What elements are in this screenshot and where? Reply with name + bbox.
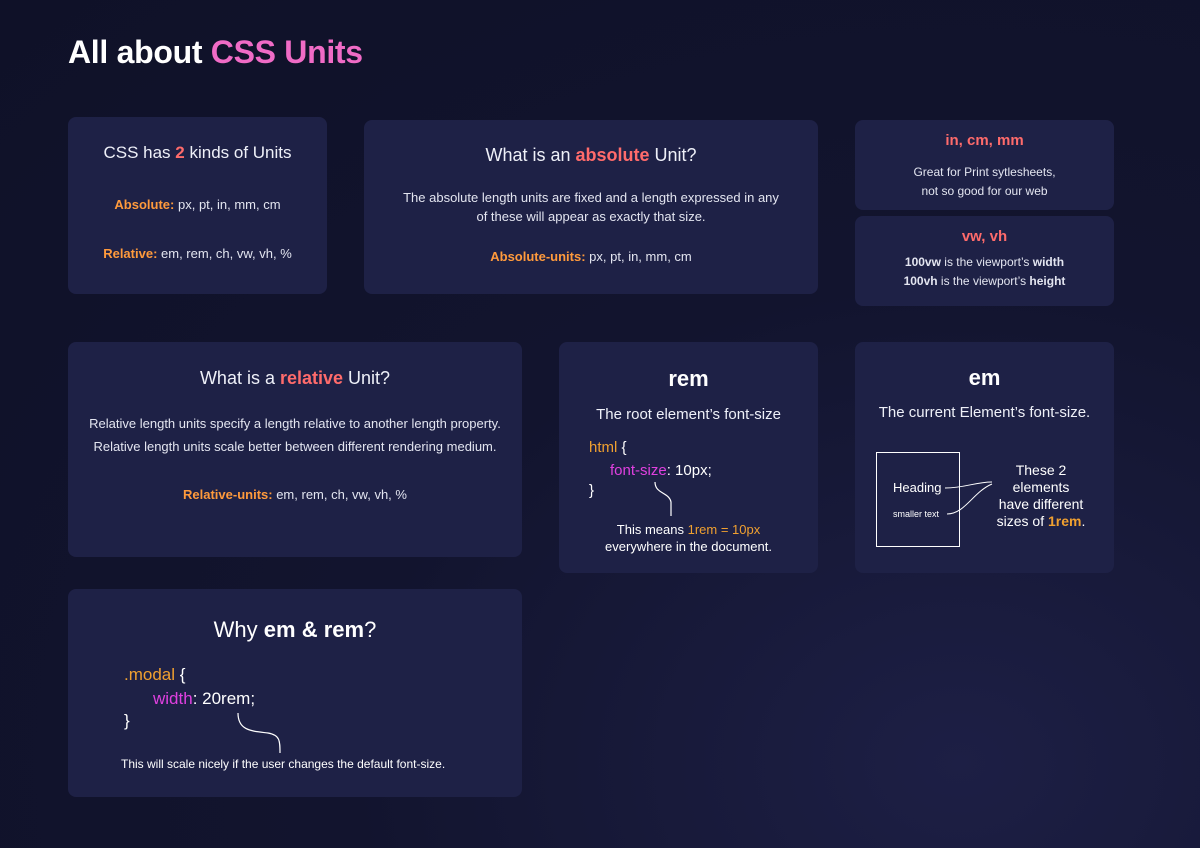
em-card: em The current Element’s font-size. Head…: [855, 342, 1114, 573]
em-box-heading: Heading: [893, 480, 942, 495]
why-code-line2: width: 20rem;: [153, 689, 256, 708]
em-box-small: smaller text: [893, 509, 940, 519]
relative-desc-line1: Relative length units specify a length r…: [89, 416, 501, 431]
viewport-card: vw, vh 100vw is the viewport’s width 100…: [855, 216, 1114, 306]
rem-code-line2: font-size: 10px;: [610, 462, 712, 479]
viewport-vw-line: 100vw is the viewport’s width: [904, 255, 1065, 269]
absolute-desc-line1: The absolute length units are fixed and …: [403, 190, 779, 205]
why-note: This will scale nicely if the user chang…: [121, 757, 446, 771]
rem-code-line1: html {: [589, 439, 627, 456]
relative-card: What is a relative Unit? Relative length…: [68, 342, 522, 557]
rem-note-line2: everywhere in the document.: [605, 539, 772, 554]
rem-code-line3: }: [589, 482, 595, 499]
absolute-heading: What is an absolute Unit?: [485, 145, 697, 165]
print-units-line2: not so good for our web: [921, 184, 1048, 198]
kinds-card: CSS has 2 kinds of Units Absolute: px, p…: [68, 117, 327, 294]
why-code-line1: .modal {: [124, 665, 186, 684]
viewport-vh-line: 100vh is the viewport’s height: [903, 274, 1066, 288]
why-code-line3: }: [124, 711, 130, 730]
kinds-heading: CSS has 2 kinds of Units: [103, 143, 292, 162]
why-heading: Why em & rem?: [213, 617, 377, 642]
why-connector: [237, 712, 281, 754]
rem-heading: rem: [668, 366, 709, 391]
print-units-line1: Great for Print sytlesheets,: [913, 165, 1056, 179]
em-connector: [944, 481, 993, 515]
em-example-box: [876, 452, 960, 547]
em-note: These 2 elements have different sizes of…: [996, 462, 1086, 529]
print-units-heading: in, cm, mm: [945, 132, 1024, 149]
rem-card: rem The root element’s font-size html { …: [559, 342, 818, 573]
viewport-heading: vw, vh: [961, 228, 1008, 245]
absolute-desc-line2: of these will appear as exactly that siz…: [476, 209, 706, 224]
relative-desc-line2: Relative length units scale better betwe…: [93, 439, 497, 454]
relative-heading: What is a relative Unit?: [199, 368, 391, 388]
em-heading: em: [968, 365, 1001, 390]
kinds-absolute: Absolute: px, pt, in, mm, cm: [114, 197, 281, 212]
rem-connector: [654, 481, 672, 516]
page-title: All about CSS Units: [68, 34, 363, 70]
why-card: Why em & rem? .modal { width: 20rem; } T…: [68, 589, 522, 797]
kinds-relative: Relative: em, rem, ch, vw, vh, %: [103, 246, 292, 261]
em-subtitle: The current Element’s font-size.: [878, 404, 1091, 421]
title-accent: CSS Units: [210, 34, 363, 70]
absolute-units: Absolute-units: px, pt, in, mm, cm: [490, 249, 692, 264]
print-units-card: in, cm, mm Great for Print sytlesheets, …: [855, 120, 1114, 210]
absolute-card: What is an absolute Unit? The absolute l…: [364, 120, 818, 294]
rem-note-line1: This means 1rem = 10px: [616, 522, 761, 537]
rem-subtitle: The root element’s font-size: [596, 406, 781, 423]
relative-units: Relative-units: em, rem, ch, vw, vh, %: [183, 487, 407, 502]
